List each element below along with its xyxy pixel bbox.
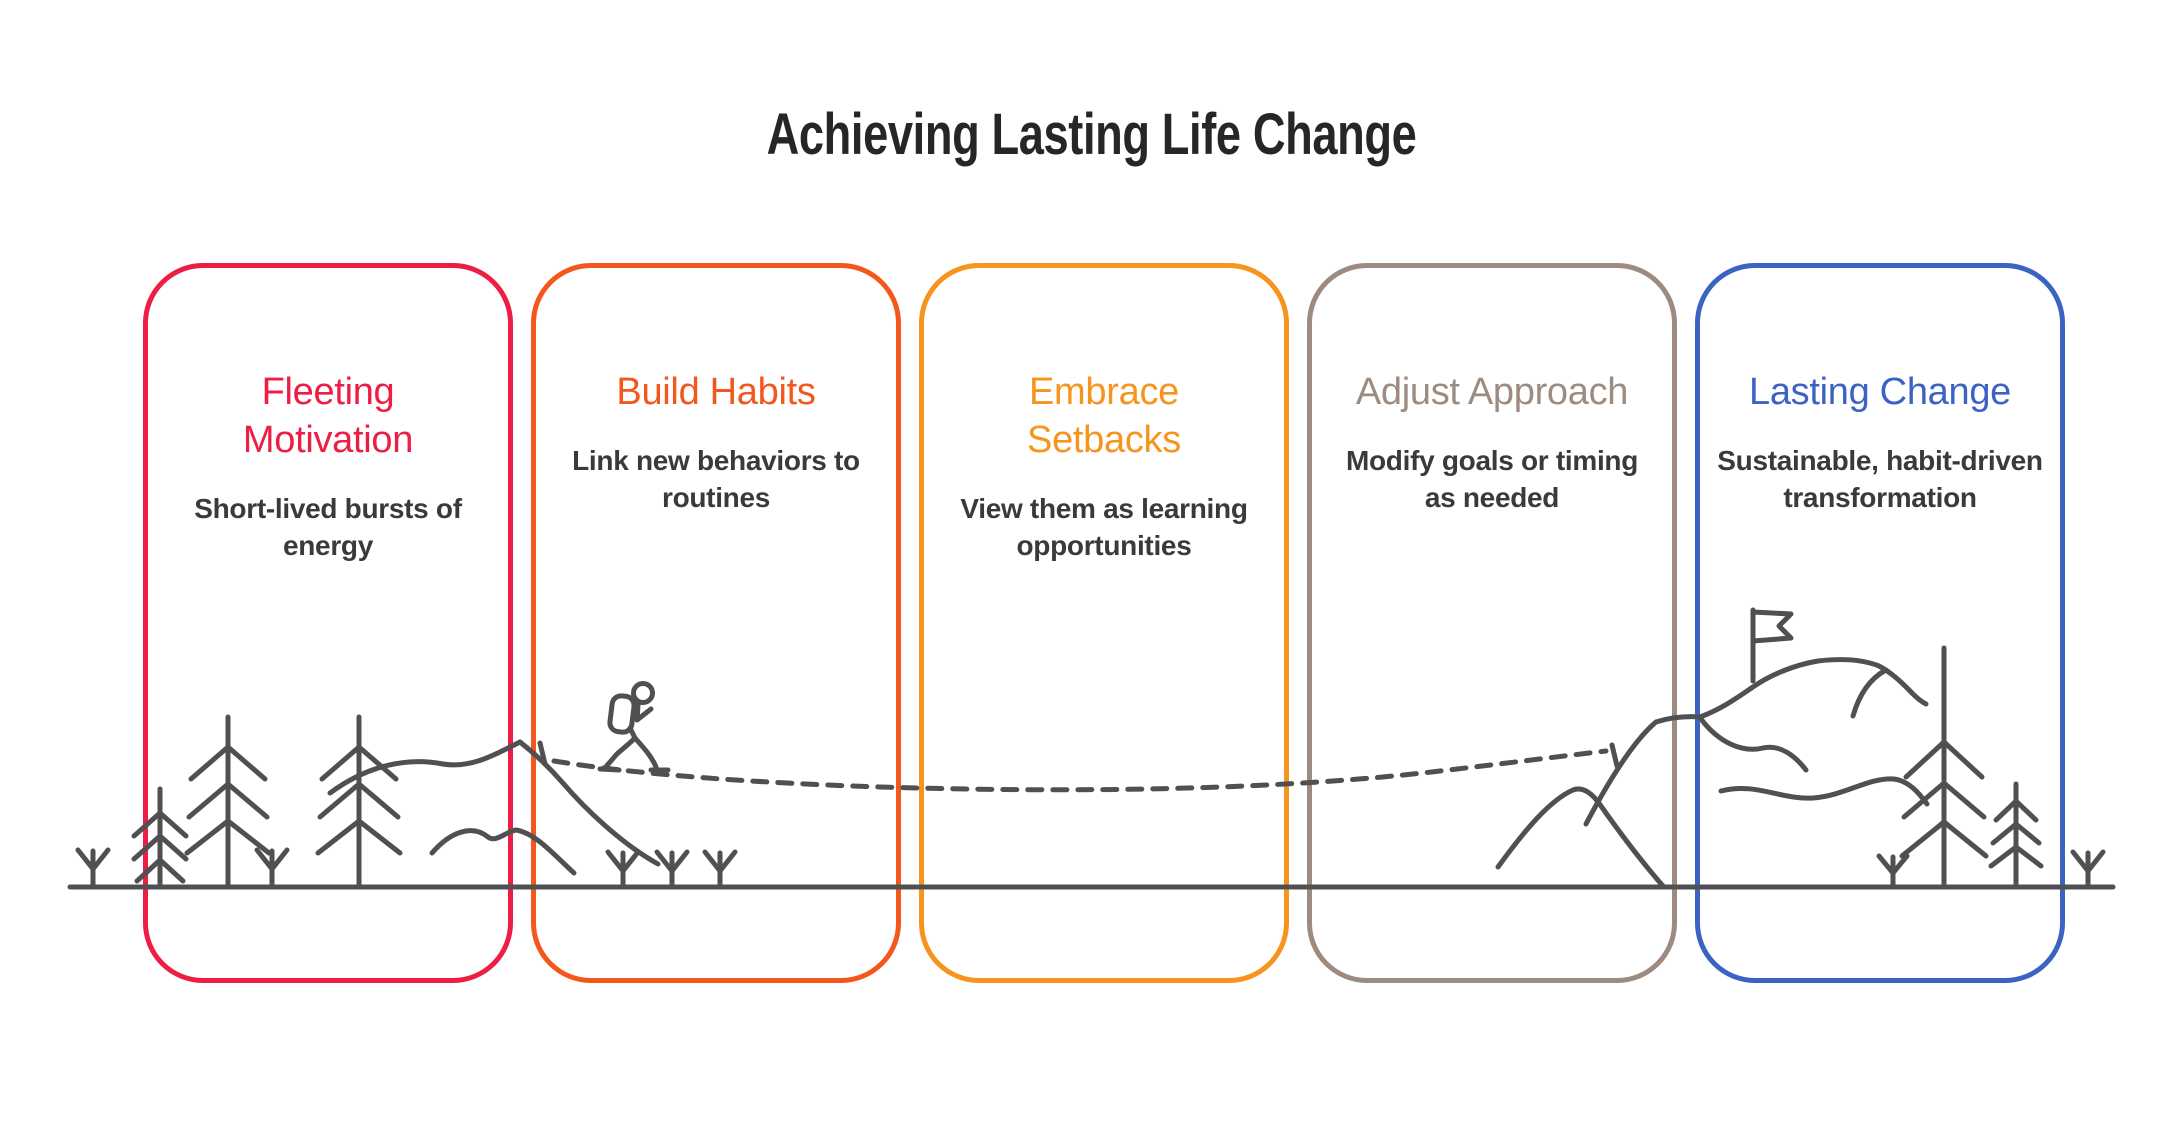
card-body: View them as learning opportunities [960,493,1248,561]
card-heading: Fleeting Motivation [242,371,414,461]
card-fleeting-motivation: Fleeting Motivation Short-lived bursts o… [143,263,513,983]
card-adjust-approach: Adjust Approach Modify goals or timing a… [1307,263,1677,983]
card-body: Modify goals or timing as needed [1345,445,1639,513]
page-title: Achieving Lasting Life Change [0,101,2184,168]
card-row: Fleeting Motivation Short-lived bursts o… [143,263,2065,983]
card-heading: Lasting Change [1748,371,2011,413]
card-body: Link new behaviors to routines [572,445,860,513]
card-build-habits: Build Habits Link new behaviors to routi… [531,263,901,983]
card-heading: Embrace Setbacks [1027,371,1181,461]
card-body: Sustainable, habit-driven transformation [1717,445,2043,513]
card-body: Short-lived bursts of energy [194,493,462,561]
card-heading: Adjust Approach [1355,371,1629,413]
page-title-text: Achieving Lasting Life Change [767,102,1417,167]
card-lasting-change: Lasting Change Sustainable, habit-driven… [1695,263,2065,983]
card-embrace-setbacks: Embrace Setbacks View them as learning o… [919,263,1289,983]
card-heading: Build Habits [616,371,816,413]
